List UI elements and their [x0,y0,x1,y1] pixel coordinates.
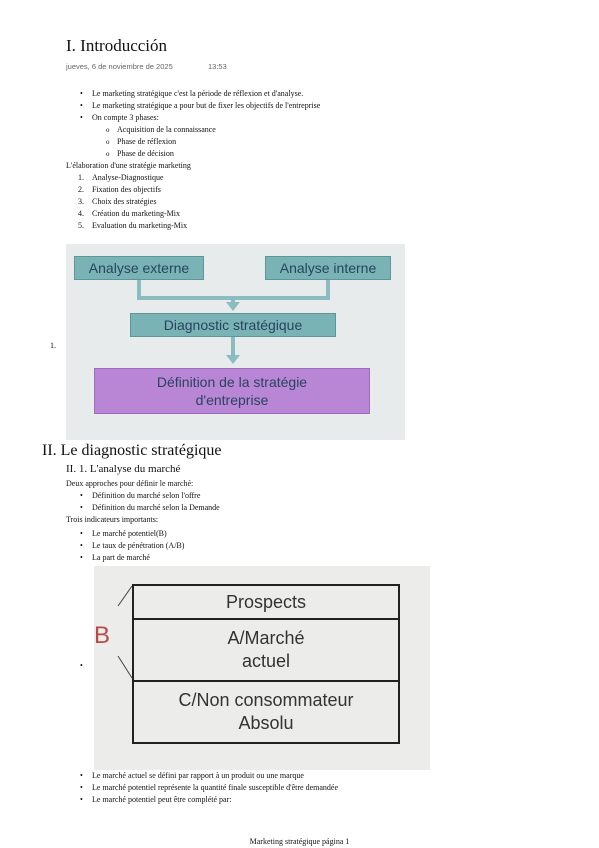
strategy-definition-box: Définition de la stratégie d'entreprise [94,368,370,414]
phases-list: Acquisition de la connaissance Phase de … [106,124,216,160]
arrow-down-icon [226,302,240,311]
list-item: Définition du marché selon l'offre [80,490,220,502]
market-bullet-list: Le marché actuel se défini par rapport à… [80,770,338,806]
approaches-list: Définition du marché selon l'offre Défin… [80,490,220,514]
approaches-title: Deux approches pour définir le marché: [66,479,194,488]
section-subtitle: II. 1. L'analyse du marché [66,463,181,475]
intro-bullet-list: Le marketing stratégique c'est la périod… [80,88,320,124]
figure-list-number: 1. [50,341,56,350]
list-item: 1.Analyse-Diagnostique [78,173,164,182]
indicators-list: Le marché potentiel(B) Le taux de pénétr… [80,528,184,564]
note-time: 13:53 [208,62,227,71]
list-item: Le taux de pénétration (A/B) [80,540,184,552]
current-market-box: A/Marché actuel [132,620,400,682]
diagnostic-box: Diagnostic stratégique [130,313,336,337]
list-item: 3.Choix des stratégies [78,197,157,206]
note-date: jueves, 6 de noviembre de 2025 [66,62,173,71]
connector-line [231,337,235,357]
non-consumer-box: C/Non consommateur Absolu [132,682,400,744]
list-item: Le marché potentiel représente la quanti… [80,782,338,794]
steps-list: 1.Analyse-Diagnostique 2.Fixation des ob… [78,172,187,232]
list-item: Définition du marché selon la Demande [80,502,220,514]
list-item: La part de marché [80,552,184,564]
indicators-title: Trois indicateurs importants: [66,515,159,524]
list-item: 5.Evaluation du marketing-Mix [78,221,188,230]
market-diagram: B Prospects A/Marché actuel C/Non consom… [94,566,430,770]
list-item: Phase de décision [106,148,216,160]
section-title-intro: I. Introducción [66,36,168,55]
list-item: Le marché potentiel(B) [80,528,184,540]
page-footer: Marketing stratégique página 1 [249,837,350,846]
section-title-diagnostic: II. Le diagnostic stratégique [42,442,222,459]
list-item: On compte 3 phases: [80,112,320,124]
list-item: Phase de réflexion [106,136,216,148]
connector-line [326,280,330,297]
list-item: Le marché actuel se défini par rapport à… [80,770,338,782]
list-item: Le marketing stratégique c'est la périod… [80,88,320,100]
prospects-box: Prospects [132,584,400,620]
figure-bullet: • [80,661,83,670]
external-analysis-box: Analyse externe [74,256,204,280]
list-item: 4.Création du marketing-Mix [78,209,180,218]
strategy-flow-diagram: Analyse externe Analyse interne Diagnost… [66,244,405,440]
arrow-down-icon [226,355,240,364]
connector-line [117,586,133,679]
list-item: Acquisition de la connaissance [106,124,216,136]
list-item: Le marché potentiel peut être complété p… [80,794,338,806]
market-letter: B [94,622,111,649]
internal-analysis-box: Analyse interne [265,256,391,280]
connector-line [137,280,141,297]
elaboration-title: L'élaboration d'une stratégie marketing [66,161,191,170]
list-item: 2.Fixation des objectifs [78,185,161,194]
list-item: Le marketing stratégique a pour but de f… [80,100,320,112]
connector-line [231,296,235,304]
